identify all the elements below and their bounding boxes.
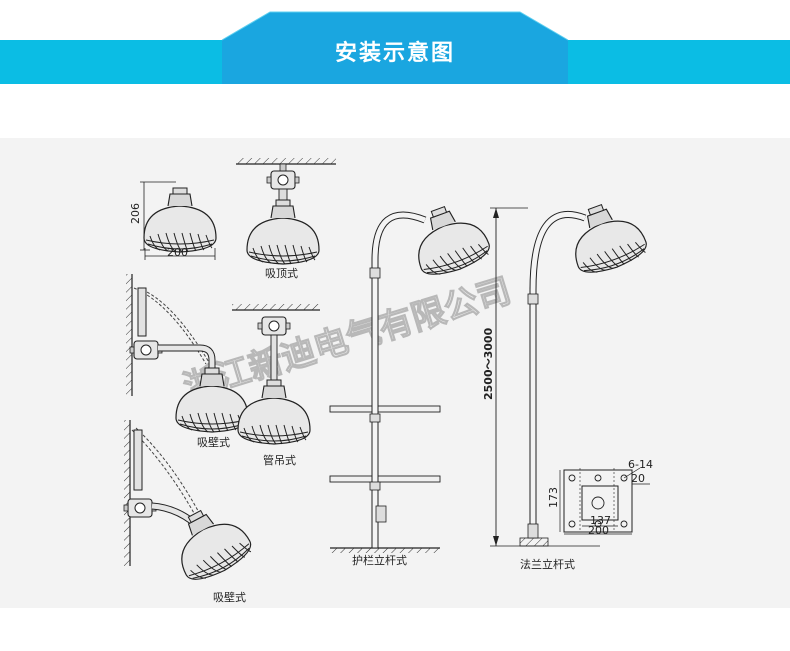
header-tab xyxy=(222,12,568,84)
dim-flange-thickness: 20 xyxy=(631,472,645,485)
lamp-wall-mount-upper: 吸壁式 xyxy=(126,274,249,449)
label-guardrail-pole: 护栏立杆式 xyxy=(352,553,407,567)
lamp-pipe-pendant: 管吊式 xyxy=(232,304,320,467)
lamp-flange-pole: 2500～3000 法兰立杆式 xyxy=(482,194,652,571)
lamp-guardrail-pole: 护栏立杆式 xyxy=(329,196,495,567)
dim-lamp-width: 200 xyxy=(167,246,188,259)
dim-pole-height: 2500～3000 xyxy=(482,327,495,400)
lamp-ceiling-mount: 吸顶式 xyxy=(236,158,336,280)
header-banner xyxy=(0,11,790,84)
label-wall-mount-lower: 吸壁式 xyxy=(213,590,246,604)
page-title: 安装示意图 xyxy=(334,41,455,66)
label-ceiling-mount: 吸顶式 xyxy=(265,267,298,280)
dim-lamp-height: 206 xyxy=(129,203,142,224)
dim-flange-inner: 137 xyxy=(590,514,611,527)
lamp-dimensioned: 206 200 xyxy=(129,181,217,260)
installation-diagram: 浙江新迪电气有限公司 206 200 吸顶式 吸壁式 xyxy=(123,158,653,604)
svg-text:浙江新迪电气有限公司: 浙江新迪电气有限公司 xyxy=(179,271,516,409)
label-wall-mount-upper: 吸壁式 xyxy=(197,435,230,449)
lamp-wall-mount-lower: 吸壁式 xyxy=(123,420,257,604)
label-pipe-pendant: 管吊式 xyxy=(263,453,296,467)
dim-flange-width: 200 xyxy=(588,524,609,537)
flange-detail: 6-14 20 173 137 200 xyxy=(547,458,653,537)
dim-flange-holes: 6-14 xyxy=(628,458,653,471)
watermark: 浙江新迪电气有限公司 xyxy=(178,270,516,409)
dim-flange-side: 173 xyxy=(547,487,560,508)
label-flange-pole: 法兰立杆式 xyxy=(520,557,575,571)
